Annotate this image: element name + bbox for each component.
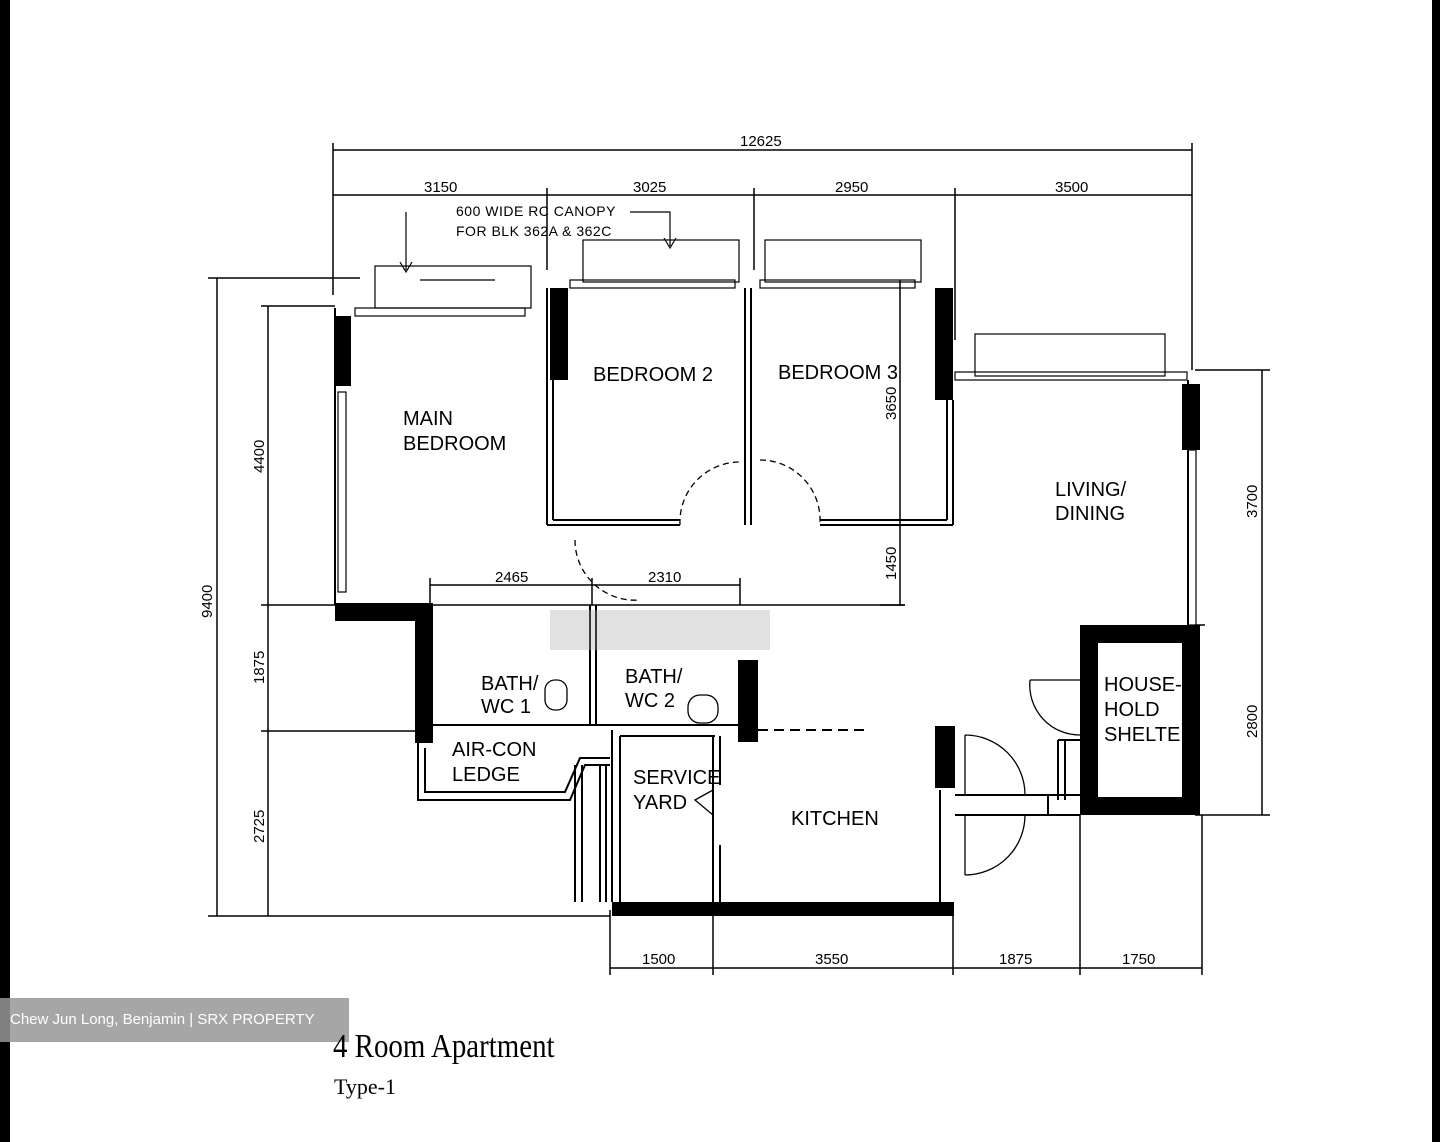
dim-bottom-4: 1750 [1122,951,1155,968]
dim-bottom-1: 1500 [642,951,675,968]
dim-top-2: 3025 [633,179,666,196]
bath-wc1-label-1: BATH/ [481,673,539,695]
watermark: Chew Jun Long, Benjamin | SRX PROPERTY [0,998,349,1042]
faint-overlay [550,610,770,650]
dim-left-3: 2725 [251,810,268,843]
partition-walls [334,288,1189,902]
structural-walls [335,288,1200,916]
canopy-note-2: FOR BLK 362A & 362C [456,223,612,239]
main-bedroom-label-1: MAIN [403,408,453,430]
bedroom2-label: BEDROOM 2 [593,364,713,386]
dim-overall-width: 12625 [740,133,782,150]
plan-subtitle: Type-1 [334,1074,396,1099]
aircon-ledge-label-1: AIR-CON [452,739,536,761]
aircon-ledge-label-2: LEDGE [452,764,520,786]
bath-wc1-label-2: WC 1 [481,696,531,718]
dim-right-2: 2800 [1244,705,1261,738]
service-yard-label-2: YARD [633,792,687,814]
living-dining-label-2: DINING [1055,503,1125,525]
dim-top-4: 3500 [1055,179,1088,196]
dim-top-1: 3150 [424,179,457,196]
dim-corridor: 1450 [883,547,900,580]
living-dining-label-1: LIVING/ [1055,479,1127,501]
dim-left-2: 1875 [251,651,268,684]
door-swings [544,459,1081,876]
plan-title: 4 Room Apartment [333,1028,555,1065]
dim-bottom-2: 3550 [815,951,848,968]
bath-wc2-label-1: BATH/ [625,666,683,688]
kitchen-label: KITCHEN [791,808,879,830]
drawing-sheet [10,0,1432,1142]
bedroom3-label: BEDROOM 3 [778,362,898,384]
dimension-lines [208,143,1270,975]
canopy-note-1: 600 WIDE RC CANOPY [456,203,616,219]
dim-overall-height: 9400 [199,585,216,618]
canopies [374,211,1166,377]
dim-right-1: 3700 [1244,485,1261,518]
main-bedroom-label-2: BEDROOM [403,433,506,455]
bath-wc2-label-2: WC 2 [625,690,675,712]
shelter-label-1: HOUSE- [1104,674,1182,696]
dim-bottom-3: 1875 [999,951,1032,968]
dim-top-3: 2950 [835,179,868,196]
dim-bedroom3-depth: 3650 [883,387,900,420]
shelter-label-2: HOLD [1104,699,1160,721]
dim-bath-1: 2465 [495,569,528,586]
dim-bath-2: 2310 [648,569,681,586]
dim-left-1: 4400 [251,440,268,473]
shelter-label-3: SHELTER [1104,724,1195,746]
service-yard-label-1: SERVICE [633,767,720,789]
